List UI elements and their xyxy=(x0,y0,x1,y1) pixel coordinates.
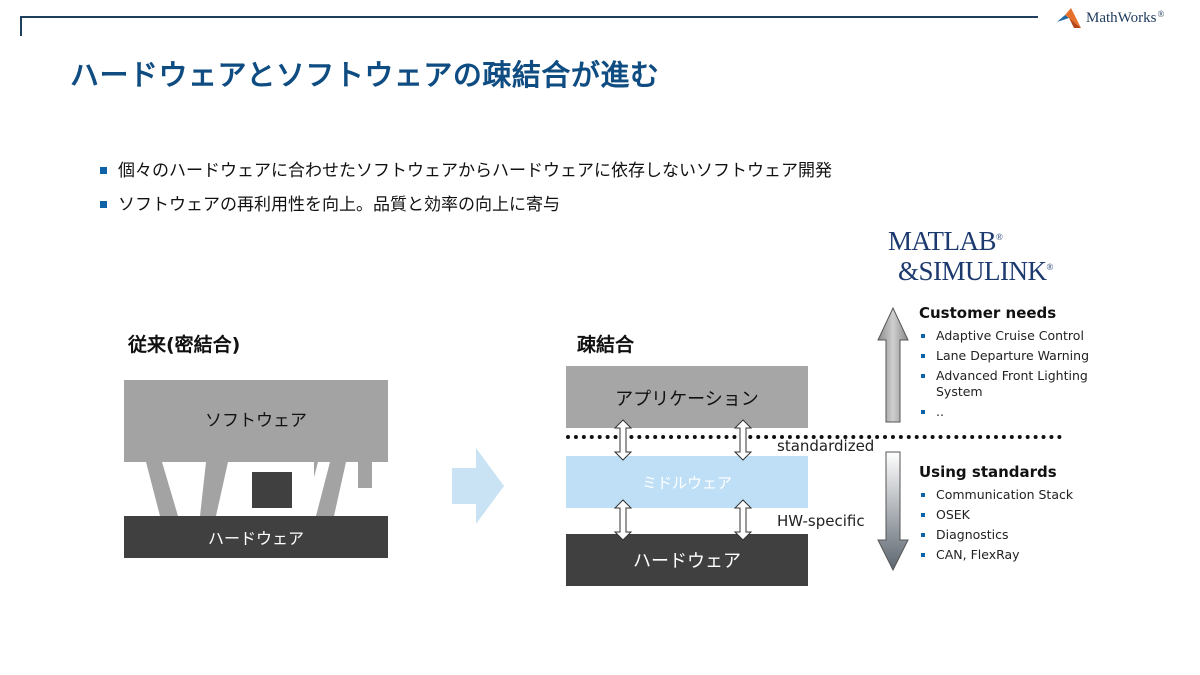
matlab-logo-line2: &SIMULINK xyxy=(898,256,1047,286)
list-item: Communication Stack xyxy=(919,487,1094,503)
bullet-item: 個々のハードウェアに合わせたソフトウェアからハードウェアに依存しないソフトウェア… xyxy=(100,158,832,192)
tight-coupling-label: 従来(密結合) xyxy=(128,334,241,356)
list-item: .. xyxy=(919,404,1094,420)
double-arrow-icon xyxy=(733,419,753,461)
slide-title: ハードウェアとソフトウェアの疎結合が進む xyxy=(70,58,660,92)
customer-needs-heading: Customer needs xyxy=(919,304,1057,322)
list-item: CAN, FlexRay xyxy=(919,547,1094,563)
standardized-label: standardized xyxy=(777,437,875,455)
simulink-logo-mark: ® xyxy=(1046,262,1054,272)
matlab-logo-line1: MATLAB xyxy=(888,226,997,256)
up-arrow-icon xyxy=(877,306,909,423)
bullet-item: ソフトウェアの再利用性を向上。品質と効率の向上に寄与 xyxy=(100,192,832,226)
customer-needs-section: Customer needs Adaptive Cruise Control L… xyxy=(919,304,1094,424)
standardized-dotted-line xyxy=(566,435,1062,439)
membrane-icon xyxy=(1057,8,1081,28)
list-item: Advanced Front Lighting System xyxy=(919,368,1094,400)
matlab-simulink-logo: MATLAB® &SIMULINK® xyxy=(888,224,1054,286)
hardware-block xyxy=(566,534,808,586)
using-standards-heading: Using standards xyxy=(919,463,1057,481)
hw-specific-label: HW-specific xyxy=(777,512,865,530)
loose-coupling-label: 疎結合 xyxy=(577,334,635,356)
double-arrow-icon xyxy=(733,499,753,541)
double-arrow-icon xyxy=(613,499,633,541)
mathworks-logo: MathWorks® xyxy=(1056,6,1164,30)
tight-hardware-block xyxy=(124,516,388,558)
bullet-list: 個々のハードウェアに合わせたソフトウェアからハードウェアに依存しないソフトウェア… xyxy=(100,158,832,226)
header-rule-tick xyxy=(20,16,22,36)
mathworks-registered-mark: ® xyxy=(1157,9,1165,19)
tight-software-label: ソフトウェア xyxy=(205,411,307,431)
middleware-label: ミドルウェア xyxy=(641,474,732,492)
hardware-label: ハードウェア xyxy=(633,551,741,572)
matlab-logo-mark: ® xyxy=(996,232,1003,242)
list-item: Lane Departure Warning xyxy=(919,348,1094,364)
header-rule xyxy=(20,16,1038,18)
list-item: Adaptive Cruise Control xyxy=(919,328,1094,344)
double-arrow-icon xyxy=(613,419,633,461)
application-label: アプリケーション xyxy=(615,389,759,410)
using-standards-section: Using standards Communication Stack OSEK… xyxy=(919,463,1094,567)
application-block xyxy=(566,366,808,428)
tight-hardware-label: ハードウェア xyxy=(207,529,304,548)
list-item: OSEK xyxy=(919,507,1094,523)
middleware-block xyxy=(566,456,808,508)
list-item: Diagnostics xyxy=(919,527,1094,543)
mathworks-logo-text: MathWorks xyxy=(1086,9,1157,26)
down-arrow-icon xyxy=(877,451,909,572)
